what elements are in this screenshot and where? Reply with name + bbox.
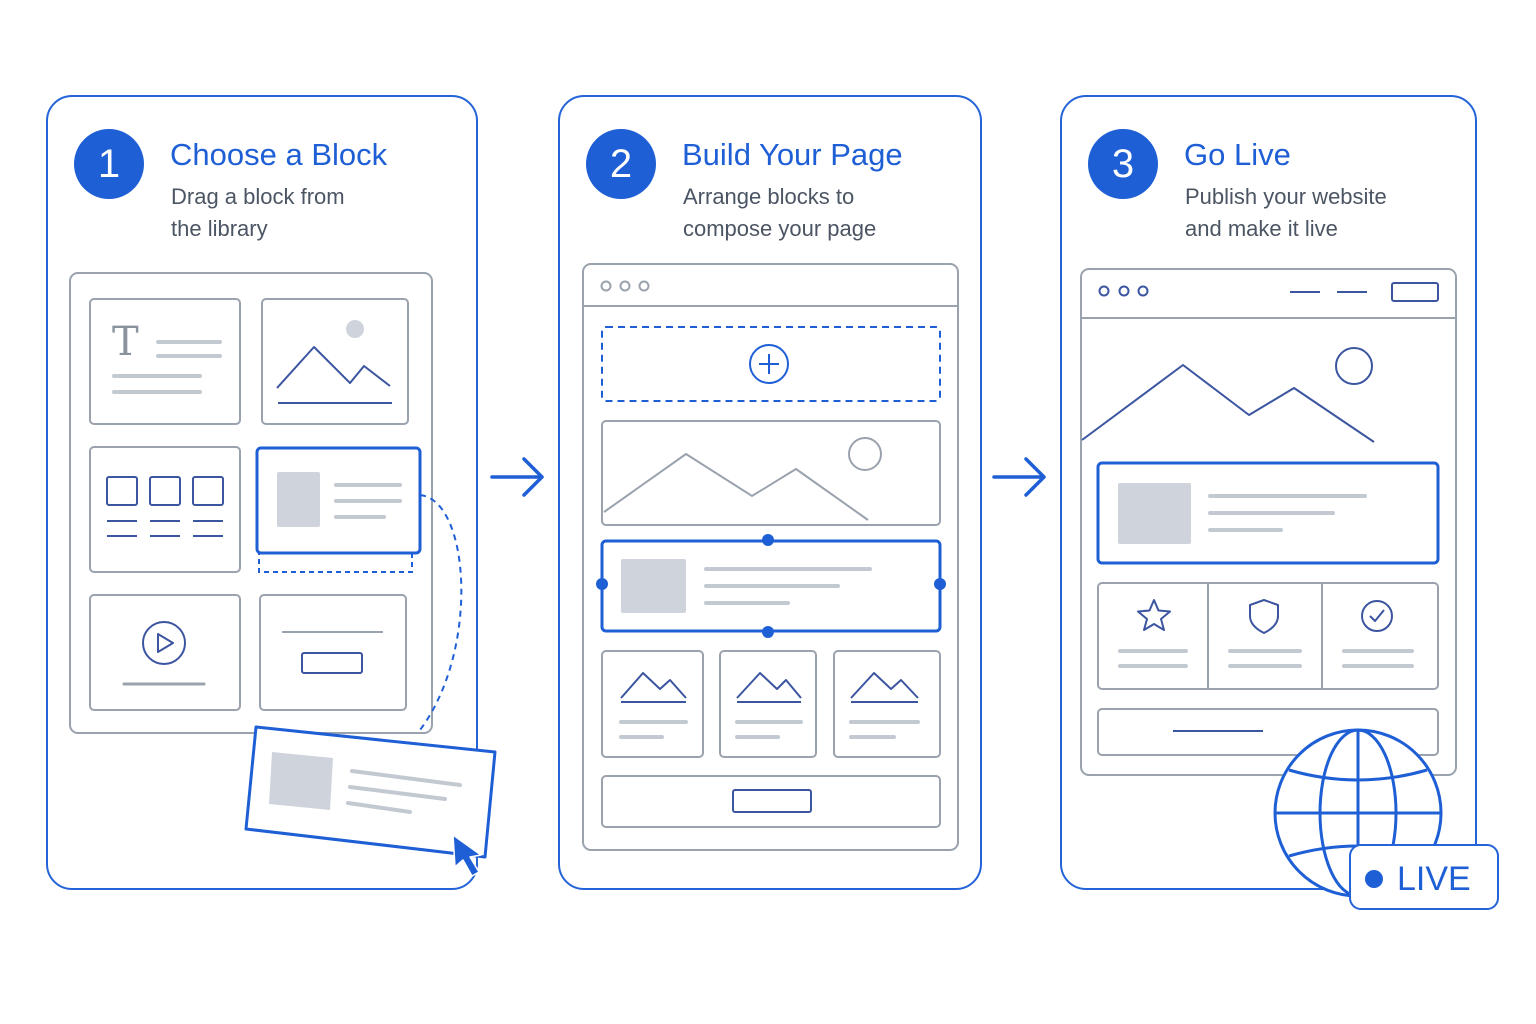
live-card-block[interactable]	[1096, 461, 1440, 565]
step-header: 2 Build Your Page Arrange blocks to comp…	[586, 129, 966, 249]
live-hero-image	[1081, 347, 1375, 443]
builder-browser-window	[582, 263, 959, 851]
columns-block[interactable]	[89, 446, 241, 573]
step-header: 3 Go Live Publish your website and make …	[1088, 129, 1468, 249]
cursor-icon	[452, 834, 482, 877]
resize-handle	[934, 578, 946, 590]
hero-image-block[interactable]	[601, 420, 941, 526]
features-block[interactable]	[1097, 582, 1439, 690]
resize-handle	[762, 626, 774, 638]
image-block[interactable]	[261, 298, 409, 425]
text-block-glyph: T	[112, 319, 139, 365]
step-header: 1 Choose a Block Drag a block from the l…	[74, 129, 454, 249]
resize-handle	[596, 578, 608, 590]
live-status-label: LIVE	[1397, 860, 1471, 898]
step-number-badge: 3	[1088, 129, 1158, 199]
step-title: Choose a Block	[170, 137, 388, 172]
live-footer-block	[1097, 708, 1439, 756]
check-icon	[1361, 600, 1393, 632]
footer-button-block[interactable]	[601, 775, 941, 828]
star-icon	[1137, 599, 1171, 631]
resize-handle	[762, 534, 774, 546]
live-dot-icon	[1365, 870, 1383, 888]
drag-path	[419, 494, 463, 731]
card-block-selected[interactable]	[255, 446, 422, 573]
live-browser-window	[1080, 268, 1457, 776]
step-description: Arrange blocks to compose your page	[683, 184, 877, 241]
add-block-dropzone[interactable]	[601, 326, 941, 402]
step-description: Publish your website and make it live	[1185, 184, 1387, 241]
step-number-badge: 1	[74, 129, 144, 199]
arrow-right-icon	[992, 457, 1046, 497]
live-status-badge: LIVE	[1349, 844, 1499, 910]
gallery-block[interactable]	[601, 650, 941, 758]
arrow-right-icon	[490, 457, 544, 497]
plus-icon	[749, 344, 789, 384]
selected-card-block[interactable]	[596, 534, 946, 638]
step-title: Build Your Page	[682, 137, 903, 172]
step-description: Drag a block from the library	[171, 184, 345, 241]
video-block[interactable]	[89, 594, 241, 711]
step-number-badge: 2	[586, 129, 656, 199]
text-block[interactable]: T	[89, 298, 241, 425]
dragged-card-block[interactable]	[244, 725, 497, 859]
block-library-panel	[69, 272, 433, 734]
shield-icon	[1249, 599, 1279, 634]
button-block[interactable]	[259, 594, 407, 711]
step-title: Go Live	[1184, 137, 1291, 172]
